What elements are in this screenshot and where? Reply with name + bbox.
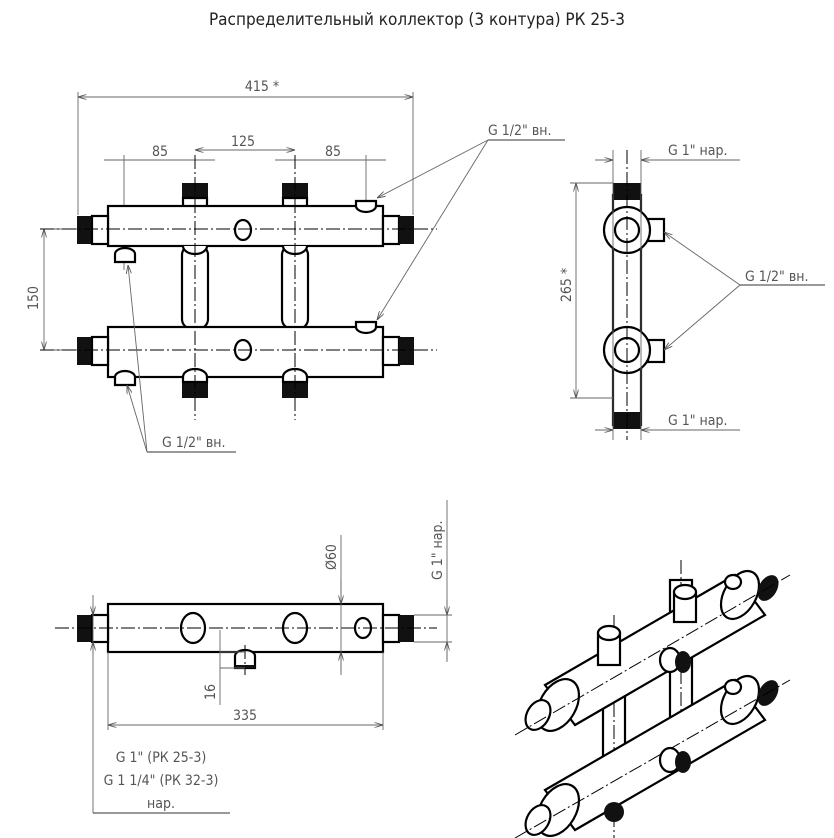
isometric-view — [514, 560, 791, 838]
label-side-ports: G 1/2" вн. — [745, 269, 808, 285]
dim-pipe-spacing: 150 — [26, 286, 42, 310]
bottom-view: Ø60 G 1" нар. 16 335 G 1" (РК 25-3) G 1 … — [55, 500, 452, 814]
dim-right-spacing: 85 — [325, 144, 341, 160]
label-top-ports: G 1/2" вн. — [488, 123, 551, 139]
dim-body-length: 335 — [233, 708, 257, 724]
dim-center-spacing: 125 — [231, 134, 255, 150]
dim-side-height: 265 * — [559, 268, 575, 302]
front-view: 415 * 85 125 85 150 — [26, 79, 565, 453]
label-bottom-ports: G 1/2" вн. — [162, 435, 225, 451]
note-thread-type: нар. — [147, 796, 175, 812]
note-thread-rk25: G 1" (РК 25-3) — [116, 750, 207, 766]
label-side-top-thread: G 1" нар. — [668, 143, 728, 159]
side-view: G 1" нар. G 1" нар. 265 * G 1/2" вн. — [559, 143, 825, 440]
note-thread-rk32: G 1 1/4" (РК 32-3) — [104, 773, 219, 789]
dim-port-height: 16 — [203, 684, 219, 700]
label-bottom-thread: G 1" нар. — [430, 520, 446, 580]
drawing-title: Распределительный коллектор (3 контура) … — [209, 10, 625, 30]
dim-overall-length: 415 * — [245, 79, 279, 95]
dim-left-spacing: 85 — [152, 144, 168, 160]
label-side-bottom-thread: G 1" нар. — [668, 413, 728, 429]
dim-diameter: Ø60 — [324, 544, 340, 570]
